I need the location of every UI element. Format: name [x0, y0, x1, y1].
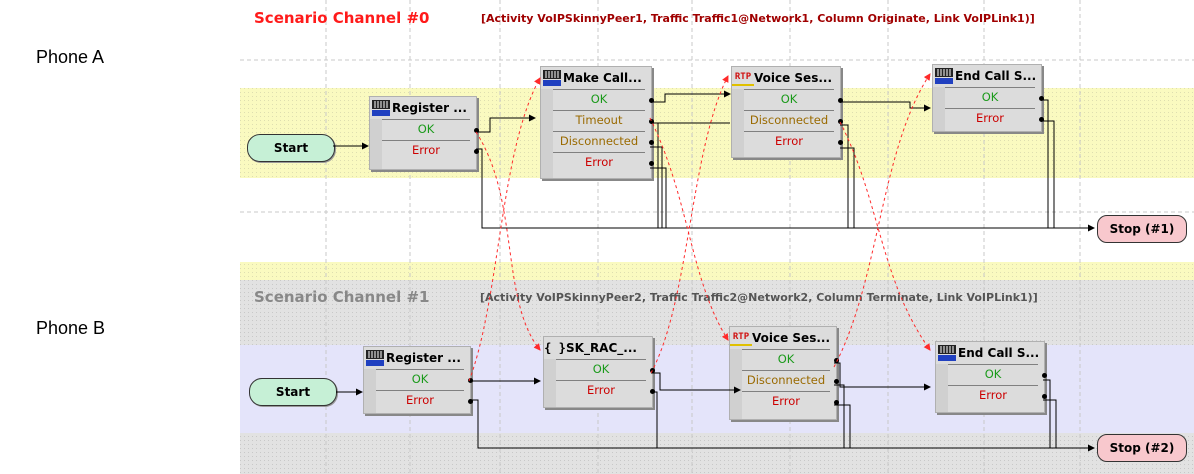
- outcome-port[interactable]: [838, 140, 843, 145]
- node-outcomes: [544, 359, 652, 407]
- node-end-call-phone-a[interactable]: End Call S... OK Error: [932, 64, 1044, 132]
- outcome-ok[interactable]: OK: [556, 359, 646, 378]
- node-title: End Call S...: [955, 69, 1037, 83]
- outcome-port[interactable]: [1039, 117, 1044, 122]
- node-title: End Call S...: [958, 346, 1040, 360]
- outcome-ok[interactable]: OK: [376, 369, 464, 388]
- outcome-port[interactable]: [834, 400, 839, 405]
- outcome-error[interactable]: Error: [945, 108, 1035, 127]
- node-header: Register ...: [370, 97, 476, 119]
- outcome-port[interactable]: [649, 119, 654, 124]
- stop-button-channel1[interactable]: Stop (#2): [1097, 434, 1187, 462]
- node-outcomes: [936, 364, 1044, 412]
- start-button-channel1[interactable]: Start: [249, 378, 337, 406]
- stop-button-channel0[interactable]: Stop (#1): [1097, 215, 1187, 243]
- channel1-wires: [336, 362, 1095, 452]
- node-outcomes: [933, 87, 1041, 131]
- node-title: Register ...: [392, 101, 467, 115]
- channel1-subtitle: [Activity VoIPSkinnyPeer2, Traffic Traff…: [480, 291, 1038, 304]
- outcome-error[interactable]: Error: [948, 385, 1038, 404]
- outcome-port[interactable]: [1042, 394, 1047, 399]
- hl-icon: [933, 66, 955, 86]
- outcome-error[interactable]: Error: [742, 391, 830, 410]
- node-title: Voice Ses...: [752, 331, 831, 345]
- node-outcomes: [370, 119, 476, 169]
- node-header: End Call S...: [936, 342, 1044, 364]
- outcome-port[interactable]: [649, 140, 654, 145]
- lane-channel1-header: [240, 280, 1194, 345]
- node-end-call-phone-b[interactable]: End Call S... OK Error: [935, 341, 1047, 413]
- outcome-port[interactable]: [649, 98, 654, 103]
- start-button-channel0[interactable]: Start: [247, 134, 335, 162]
- node-register-phone-b[interactable]: Register ... OK Error: [363, 346, 473, 414]
- outcome-port[interactable]: [838, 119, 843, 124]
- rtp-icon: RTP: [732, 70, 754, 86]
- node-title: SK_RAC_...: [566, 341, 637, 355]
- hl-icon: [936, 343, 958, 363]
- channel1-title: Scenario Channel #1: [254, 288, 430, 306]
- outcome-port[interactable]: [1039, 96, 1044, 101]
- node-outcomes: [541, 89, 651, 178]
- channel0-title: Scenario Channel #0: [254, 9, 430, 27]
- outcome-ok[interactable]: OK: [948, 364, 1038, 383]
- node-title: Register ...: [386, 351, 461, 365]
- outcome-port[interactable]: [474, 149, 479, 154]
- outcome-port[interactable]: [474, 128, 479, 133]
- outcome-error[interactable]: Error: [553, 152, 645, 171]
- hl-icon: [364, 348, 386, 368]
- outcome-error[interactable]: Error: [744, 131, 834, 150]
- outcome-error[interactable]: Error: [382, 140, 470, 159]
- node-header: End Call S...: [933, 65, 1041, 87]
- phone-a-label: Phone A: [36, 47, 105, 67]
- node-outcomes: [364, 369, 470, 413]
- outcome-port[interactable]: [649, 161, 654, 166]
- node-header: { }SK_RAC_...: [544, 337, 652, 359]
- outcome-disconnected[interactable]: Disconnected: [553, 131, 645, 150]
- hl-icon: [370, 98, 392, 118]
- rtp-icon: RTP: [730, 330, 752, 346]
- outcome-error[interactable]: Error: [376, 390, 464, 409]
- node-title: Voice Ses...: [754, 71, 833, 85]
- channel0-wires: [333, 90, 1095, 232]
- outcome-disconnected[interactable]: Disconnected: [744, 110, 834, 129]
- node-outcomes: [730, 349, 836, 419]
- sync-lines: [468, 73, 931, 382]
- outcome-port[interactable]: [1042, 373, 1047, 378]
- node-header: Make Call...: [541, 67, 651, 89]
- lane-channel1-footer: [240, 433, 1194, 474]
- lane-separator-band: [240, 262, 1194, 280]
- outcome-port[interactable]: [834, 358, 839, 363]
- outcome-timeout[interactable]: Timeout: [553, 110, 645, 129]
- phone-b-label: Phone B: [36, 318, 106, 338]
- outcome-ok[interactable]: OK: [553, 89, 645, 108]
- channel0-subtitle: [Activity VoIPSkinnyPeer1, Traffic Traff…: [481, 12, 1035, 25]
- outcome-ok[interactable]: OK: [742, 349, 830, 368]
- outcome-port[interactable]: [834, 379, 839, 384]
- outcome-disconnected[interactable]: Disconnected: [742, 370, 830, 389]
- hl-icon: [541, 68, 563, 88]
- outcome-port[interactable]: [468, 399, 473, 404]
- script-icon: { }: [544, 341, 566, 355]
- node-outcomes: [732, 89, 840, 157]
- outcome-ok[interactable]: OK: [945, 87, 1035, 106]
- node-header: Register ...: [364, 347, 470, 369]
- node-title: Make Call...: [563, 71, 642, 85]
- outcome-error[interactable]: Error: [556, 380, 646, 399]
- outcome-ok[interactable]: OK: [382, 119, 470, 138]
- outcome-port[interactable]: [838, 98, 843, 103]
- outcome-ok[interactable]: OK: [744, 89, 834, 108]
